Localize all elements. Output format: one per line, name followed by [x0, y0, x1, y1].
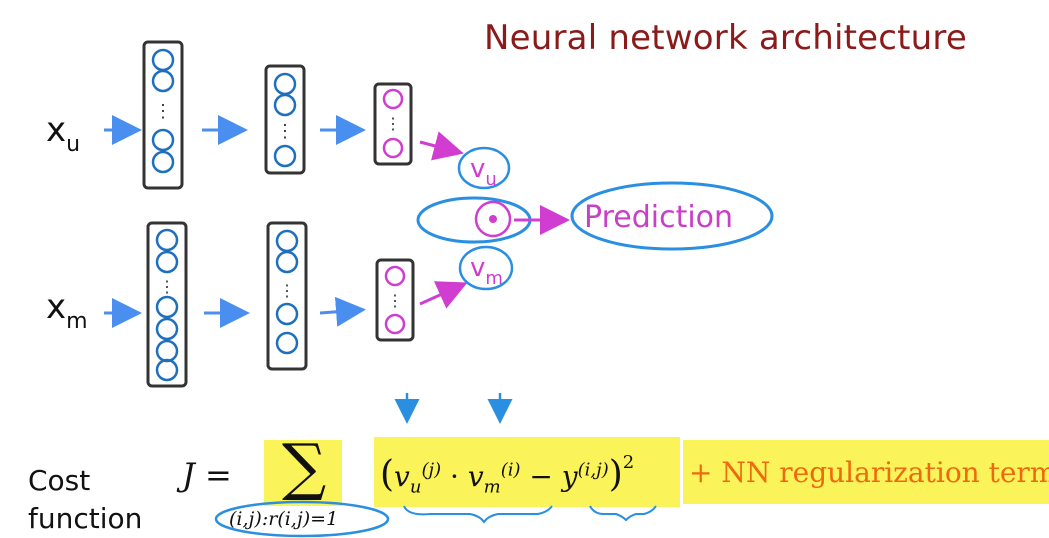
dot-product-node — [474, 200, 512, 238]
dot-product-ellipse — [416, 196, 532, 244]
node — [273, 93, 297, 117]
user-embedding-arrow — [419, 131, 464, 161]
movie-hidden-arrow-2 — [319, 296, 366, 327]
vu-symbol: v — [394, 460, 410, 493]
node — [151, 48, 175, 72]
node — [273, 144, 297, 168]
node — [275, 331, 299, 355]
user-input-label: x — [46, 110, 66, 150]
regularization-highlight — [683, 440, 1049, 504]
node — [275, 302, 299, 326]
open-paren: ( — [380, 454, 395, 495]
ellipsis-icon: ⋮ — [385, 116, 401, 133]
error-term: (vu(j) · vm(i) − y(i,j))2 — [380, 452, 634, 498]
movie-layer-2 — [266, 221, 308, 371]
user-layer-2 — [264, 64, 306, 175]
regularization-term: + NN regularization term — [689, 456, 1049, 489]
cost-label-line-2: function — [28, 502, 143, 535]
user-embedding-label: v — [470, 154, 485, 184]
vm-symbol: v — [467, 460, 484, 493]
ellipsis-icon: ⋮ — [387, 293, 403, 310]
movie-embedding-circle — [458, 245, 514, 291]
sigma-icon: ∑ — [282, 430, 327, 503]
close-paren: ) — [608, 454, 623, 495]
error-term-highlight — [374, 437, 680, 507]
dot-product-icon — [489, 215, 497, 223]
node — [384, 313, 406, 335]
node — [275, 250, 299, 274]
node — [155, 228, 179, 252]
sum-index-circle — [214, 500, 390, 538]
page-title: Neural network architecture — [484, 18, 967, 58]
node — [273, 72, 297, 96]
node — [151, 69, 175, 93]
product-underbrace — [403, 505, 553, 524]
node — [155, 250, 179, 274]
movie-output-layer — [375, 258, 415, 342]
svg-text:vm: vm — [470, 253, 503, 289]
node — [382, 88, 404, 110]
ellipsis-icon: ⋮ — [279, 283, 295, 300]
y-superscript: (i,j) — [577, 459, 609, 481]
dot-operator: · — [441, 460, 468, 493]
node — [384, 265, 406, 287]
ellipsis-icon: ⋮ — [159, 279, 175, 296]
minus-operator: − — [520, 460, 562, 493]
movie-embedding-subscript: m — [485, 268, 503, 289]
user-layer-1 — [142, 40, 184, 190]
svg-text:vu: vu — [470, 154, 497, 190]
prediction-label: Prediction — [584, 200, 734, 235]
node — [155, 317, 179, 341]
node — [155, 295, 179, 319]
movie-input-subscript: m — [66, 309, 87, 334]
cost-function-label: Cost function — [28, 462, 142, 538]
vu-superscript: (j) — [421, 459, 442, 481]
svg-text:xm: xm — [46, 287, 88, 334]
node — [275, 229, 299, 253]
movie-input-label: x — [46, 287, 66, 327]
movie-embedding-label: v — [470, 253, 485, 283]
ellipsis-icon: ⋮ — [154, 101, 172, 121]
sum-subscript: (i,j):r(i,j)=1 — [229, 508, 339, 530]
svg-text:xu: xu — [46, 110, 80, 157]
cost-label-line-1: Cost — [28, 464, 91, 497]
square-exponent: 2 — [622, 452, 635, 473]
user-embedding-circle — [457, 146, 511, 190]
node — [155, 339, 179, 363]
y-underbrace — [589, 505, 657, 522]
y-symbol: y — [561, 460, 578, 493]
sum-highlight — [264, 440, 342, 506]
cost-lhs: J = — [182, 456, 232, 494]
vu-subscript: u — [409, 476, 422, 498]
node — [155, 358, 179, 382]
node — [151, 150, 175, 174]
movie-embedding-arrow — [419, 281, 468, 309]
user-input-subscript: u — [66, 132, 80, 157]
node — [151, 128, 175, 152]
vm-superscript: (i) — [500, 459, 521, 481]
movie-layer-1 — [146, 221, 188, 388]
user-output-layer — [373, 82, 413, 166]
prediction-ellipse — [570, 181, 774, 251]
node — [382, 137, 404, 159]
ellipsis-icon: ⋮ — [276, 121, 294, 141]
user-embedding-subscript: u — [485, 169, 496, 190]
vm-subscript: m — [483, 476, 501, 498]
